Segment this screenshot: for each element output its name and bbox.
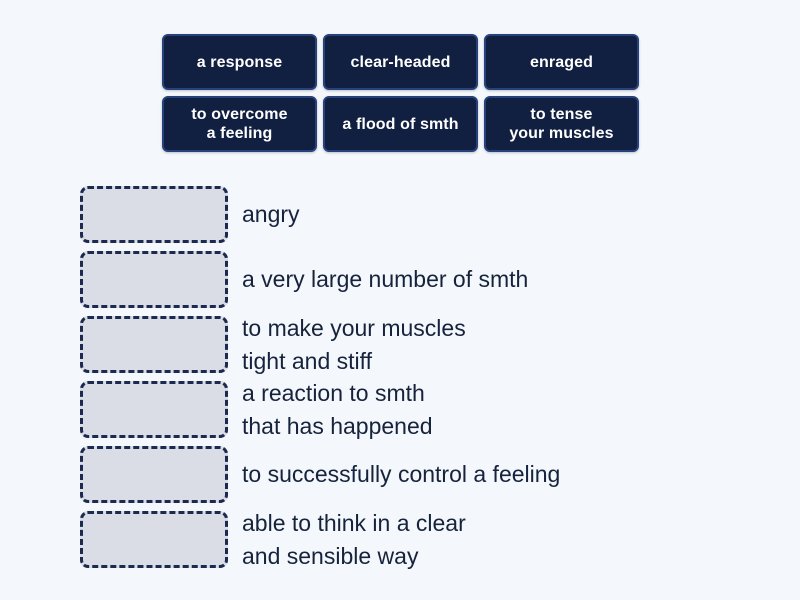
word-tile-to-tense-your-muscles[interactable]: to tense your muscles <box>484 96 639 152</box>
definition-row: angry <box>80 186 780 243</box>
drop-zone-5[interactable] <box>80 446 228 503</box>
definition-row: a very large number of smth <box>80 251 780 308</box>
definition-row: to successfully control a feeling <box>80 446 780 503</box>
definition-row: a reaction to smth that has happened <box>80 380 780 439</box>
drop-zone-3[interactable] <box>80 316 228 373</box>
drop-zone-2[interactable] <box>80 251 228 308</box>
definition-text-6: able to think in a clear and sensible wa… <box>242 509 466 569</box>
definition-text-5: to successfully control a feeling <box>242 461 561 487</box>
drop-zone-4[interactable] <box>80 381 228 438</box>
definition-text-4: a reaction to smth that has happened <box>242 379 433 439</box>
word-tile-tray: a response clear-headed enraged to overc… <box>162 34 640 152</box>
word-tile-clear-headed[interactable]: clear-headed <box>323 34 478 90</box>
definition-text-1: angry <box>242 201 300 227</box>
word-tile-to-overcome-a-feeling[interactable]: to overcome a feeling <box>162 96 317 152</box>
definition-row: able to think in a clear and sensible wa… <box>80 510 780 569</box>
definition-list: angry a very large number of smth to mak… <box>80 186 780 576</box>
word-tile-a-response[interactable]: a response <box>162 34 317 90</box>
drop-zone-1[interactable] <box>80 186 228 243</box>
definition-row: to make your muscles tight and stiff <box>80 315 780 374</box>
definition-text-3: to make your muscles tight and stiff <box>242 314 466 374</box>
word-tile-a-flood-of-smth[interactable]: a flood of smth <box>323 96 478 152</box>
definition-text-2: a very large number of smth <box>242 266 529 292</box>
drop-zone-6[interactable] <box>80 511 228 568</box>
word-tile-enraged[interactable]: enraged <box>484 34 639 90</box>
